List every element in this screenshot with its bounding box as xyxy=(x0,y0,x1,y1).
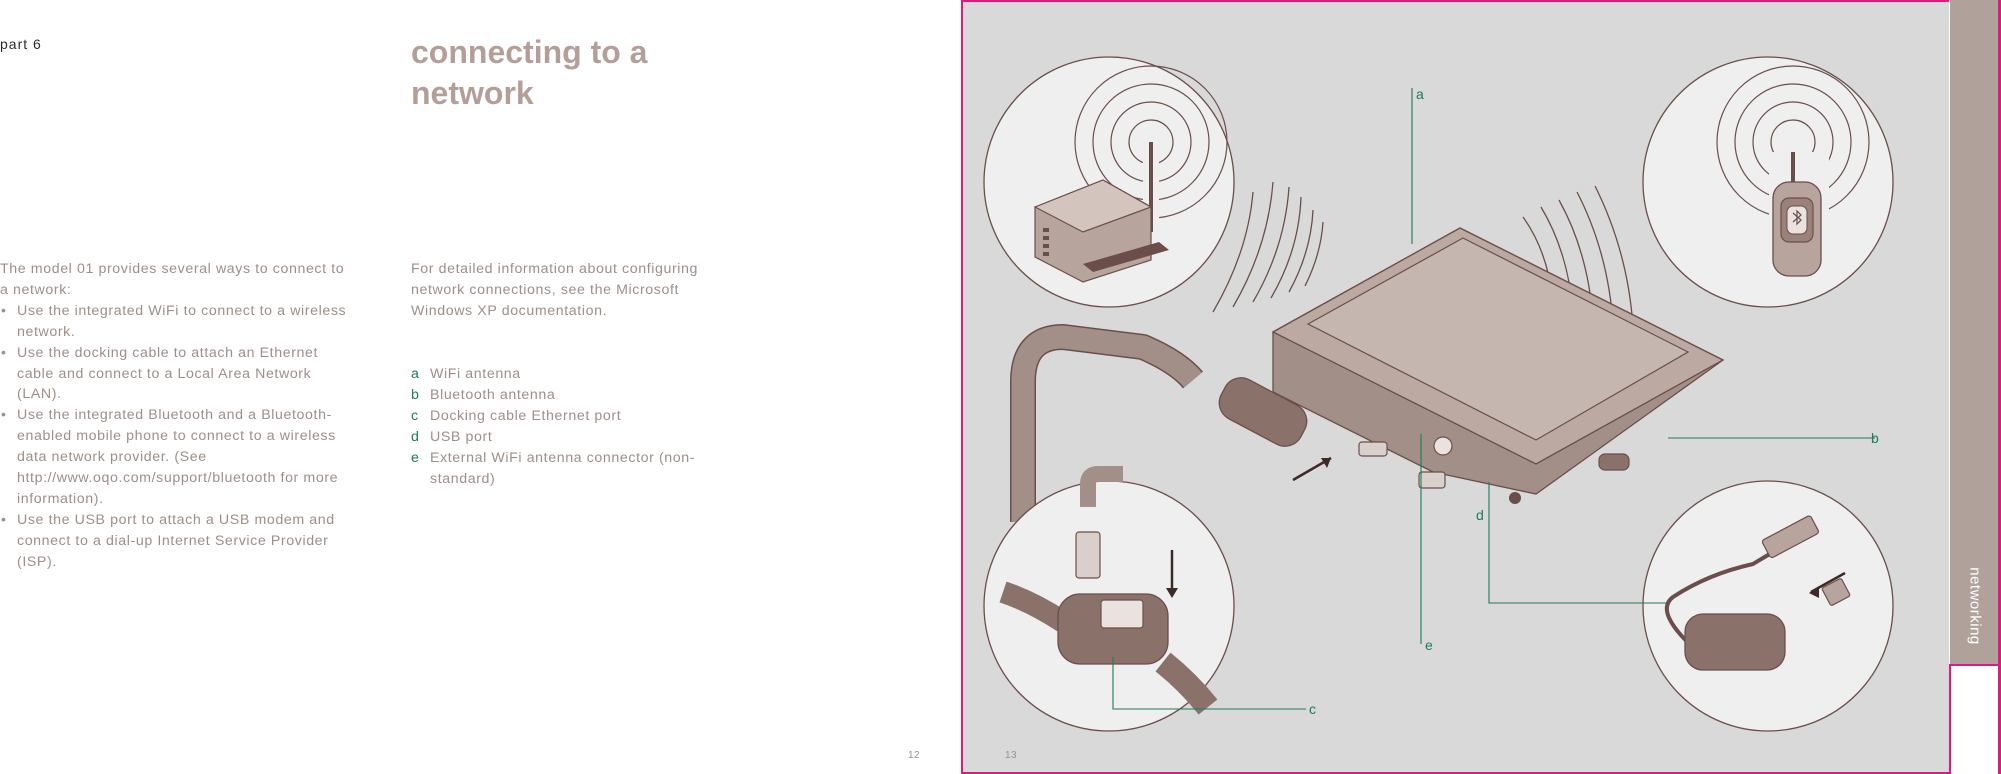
callout-b: b xyxy=(1871,430,1879,446)
left-page: part 6 connecting to a network The model… xyxy=(0,0,960,774)
section-tab-bar xyxy=(1950,0,2000,664)
docking-cable xyxy=(1010,323,1332,522)
callout-c: c xyxy=(1309,701,1316,717)
illustration-drawing xyxy=(983,56,1894,732)
list-item: Use the docking cable to attach an Ether… xyxy=(0,343,350,406)
legend-label: Docking cable Ethernet port xyxy=(430,407,622,424)
list-item: Use the USB port to attach a USB modem a… xyxy=(0,510,350,573)
title-line-2: network xyxy=(411,75,534,111)
tab-frame xyxy=(1949,664,2001,774)
network-illustration: a b c d e 13 xyxy=(961,0,1949,774)
list-item: Use the integrated Bluetooth and a Bluet… xyxy=(0,405,350,510)
page-border-right xyxy=(1998,0,2001,774)
usb-inset xyxy=(1642,480,1894,732)
page-number-left: 12 xyxy=(908,750,921,761)
title-line-1: connecting to a xyxy=(411,34,648,70)
page-title: connecting to a network xyxy=(411,32,647,114)
intro-text: The model 01 provides several ways to co… xyxy=(0,259,350,573)
callout-a: a xyxy=(1416,86,1424,102)
callout-d: d xyxy=(1476,507,1484,523)
list-item: Use the integrated WiFi to connect to a … xyxy=(0,301,350,343)
legend-label: USB port xyxy=(430,428,493,445)
handheld-device xyxy=(1271,227,1725,504)
legend-letter: c xyxy=(411,407,419,424)
ethernet-inset xyxy=(983,466,1235,732)
router-inset xyxy=(983,56,1235,308)
legend-letter: a xyxy=(411,366,420,382)
detail-text: For detailed information about configuri… xyxy=(411,261,699,319)
callout-leader-lines xyxy=(1112,88,1875,710)
part-label: part 6 xyxy=(0,36,42,52)
legend-item: a WiFi antenna xyxy=(411,364,741,385)
legend-label: Bluetooth antenna xyxy=(430,386,556,403)
section-tab-label: networking xyxy=(1966,567,1984,645)
intro-lead: The model 01 provides several ways to co… xyxy=(0,261,345,298)
legend-item: e External WiFi antenna connector (non-st… xyxy=(411,448,741,490)
legend-label: External WiFi antenna connector (non-sta… xyxy=(430,449,696,487)
legend-item: c Docking cable Ethernet port xyxy=(411,406,741,427)
legend-letter: d xyxy=(411,428,420,445)
callout-e: e xyxy=(1425,637,1433,653)
legend-item: d USB port xyxy=(411,427,741,448)
phone-inset xyxy=(1642,56,1894,308)
legend-item: b Bluetooth antenna xyxy=(411,385,741,406)
legend-label: WiFi antenna xyxy=(430,366,521,382)
component-legend: a WiFi antenna b Bluetooth antenna c Dockin… xyxy=(411,364,741,489)
legend-letter: e xyxy=(411,449,420,466)
page-number-right: 13 xyxy=(1005,750,1018,761)
legend-letter: b xyxy=(411,386,420,403)
connection-methods-list: Use the integrated WiFi to connect to a … xyxy=(0,301,350,573)
